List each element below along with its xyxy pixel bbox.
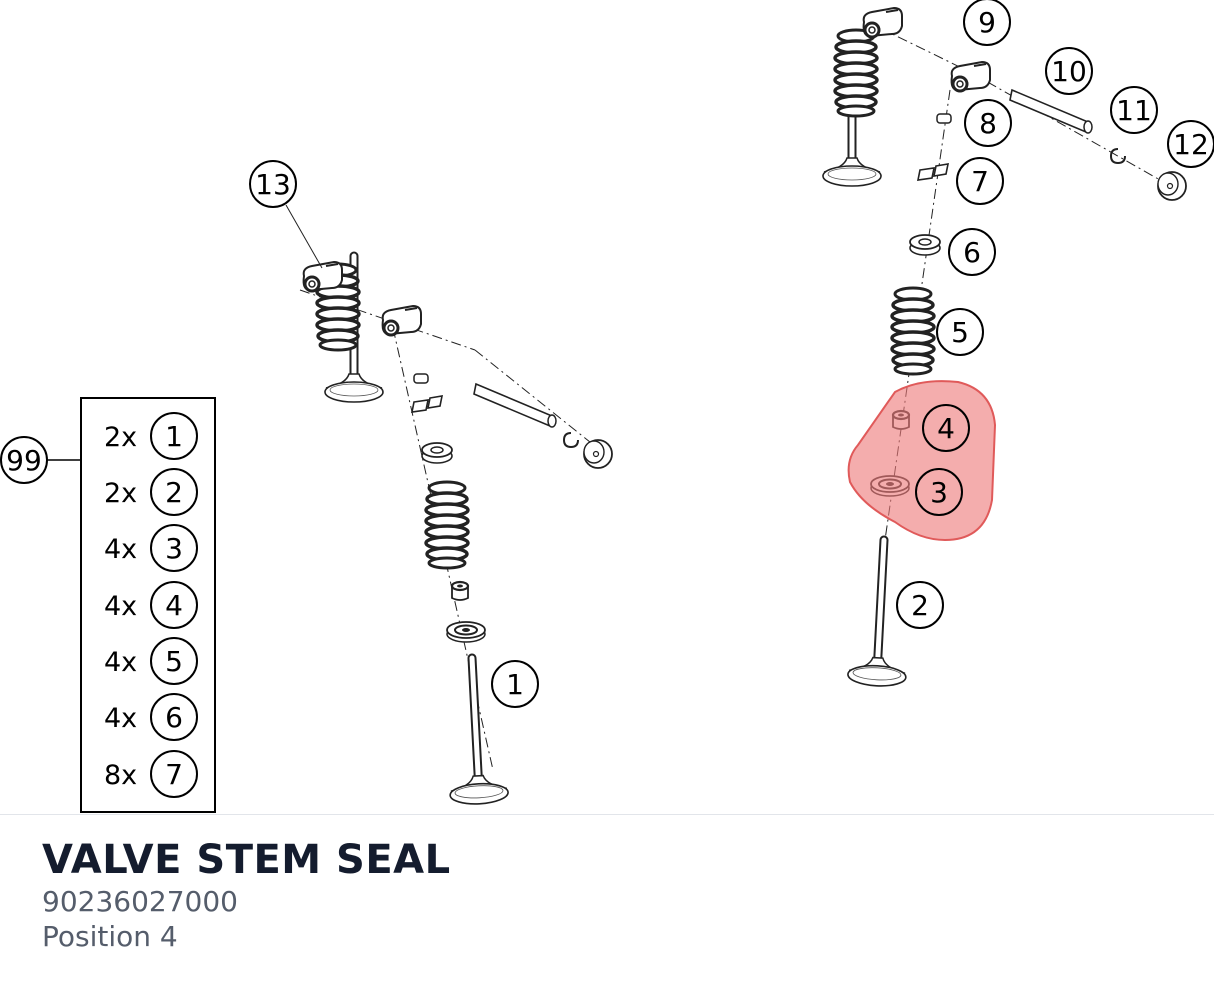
svg-text:6: 6 <box>165 701 183 734</box>
svg-text:10: 10 <box>1051 55 1087 88</box>
callout-10[interactable]: 10 <box>1045 47 1093 95</box>
svg-text:1: 1 <box>506 668 524 701</box>
svg-text:4: 4 <box>937 412 955 445</box>
svg-text:6: 6 <box>963 236 981 269</box>
svg-text:7: 7 <box>971 165 989 198</box>
callout-2[interactable]: 2 <box>896 581 944 629</box>
svg-text:13: 13 <box>255 168 291 201</box>
svg-text:5: 5 <box>951 316 969 349</box>
kit-row: 2x 1 <box>104 412 198 460</box>
callout-1[interactable]: 1 <box>491 660 539 708</box>
kit-row: 2x 2 <box>104 468 198 516</box>
svg-text:4x: 4x <box>104 534 137 565</box>
callout-4[interactable]: 4 <box>922 404 970 452</box>
callout-6[interactable]: 6 <box>948 228 996 276</box>
svg-text:4x: 4x <box>104 647 137 678</box>
callout-7[interactable]: 7 <box>956 157 1004 205</box>
part-number: 90236027000 <box>42 885 238 918</box>
svg-text:2x: 2x <box>104 478 137 509</box>
callout-9[interactable]: 9 <box>963 0 1011 46</box>
svg-text:7: 7 <box>165 758 183 791</box>
callout-5[interactable]: 5 <box>936 308 984 356</box>
left-valve-assembly <box>299 256 613 805</box>
kit-row: 4x 4 <box>104 581 198 629</box>
leader-line <box>285 204 323 269</box>
kit-row: 4x 3 <box>104 524 198 572</box>
callout-12[interactable]: 12 <box>1167 120 1214 168</box>
svg-text:11: 11 <box>1116 94 1152 127</box>
callout-8[interactable]: 8 <box>964 99 1012 147</box>
svg-text:4x: 4x <box>104 703 137 734</box>
kit-row: 8x 7 <box>104 750 198 798</box>
svg-text:5: 5 <box>165 645 183 678</box>
footer-divider <box>0 814 1214 815</box>
svg-text:8x: 8x <box>104 760 137 791</box>
highlight-region[interactable] <box>847 380 997 542</box>
svg-text:8: 8 <box>979 107 997 140</box>
callout-11[interactable]: 11 <box>1110 86 1158 134</box>
callout-99[interactable]: 99 <box>0 436 48 484</box>
svg-text:12: 12 <box>1173 128 1209 161</box>
svg-text:1: 1 <box>165 420 183 453</box>
kit-row: 4x 6 <box>104 693 198 741</box>
callout-13[interactable]: 13 <box>249 160 297 208</box>
svg-text:99: 99 <box>6 444 42 477</box>
svg-text:4: 4 <box>165 589 183 622</box>
svg-text:3: 3 <box>165 532 183 565</box>
svg-text:2x: 2x <box>104 422 137 453</box>
right-valve-assembly <box>823 6 1187 687</box>
exploded-diagram: 1 2 3 4 5 6 7 8 9 10 11 12 13 99 2x 1 2x… <box>0 0 1214 813</box>
part-name: VALVE STEM SEAL <box>42 837 451 883</box>
svg-text:2: 2 <box>911 589 929 622</box>
svg-text:3: 3 <box>930 476 948 509</box>
kit-row: 4x 5 <box>104 637 198 685</box>
svg-text:2: 2 <box>165 476 183 509</box>
part-info: VALVE STEM SEAL 90236027000 Position 4 <box>42 836 451 954</box>
callout-3[interactable]: 3 <box>915 468 963 516</box>
svg-text:9: 9 <box>978 6 996 39</box>
part-position: Position 4 <box>42 920 178 953</box>
svg-text:4x: 4x <box>104 591 137 622</box>
